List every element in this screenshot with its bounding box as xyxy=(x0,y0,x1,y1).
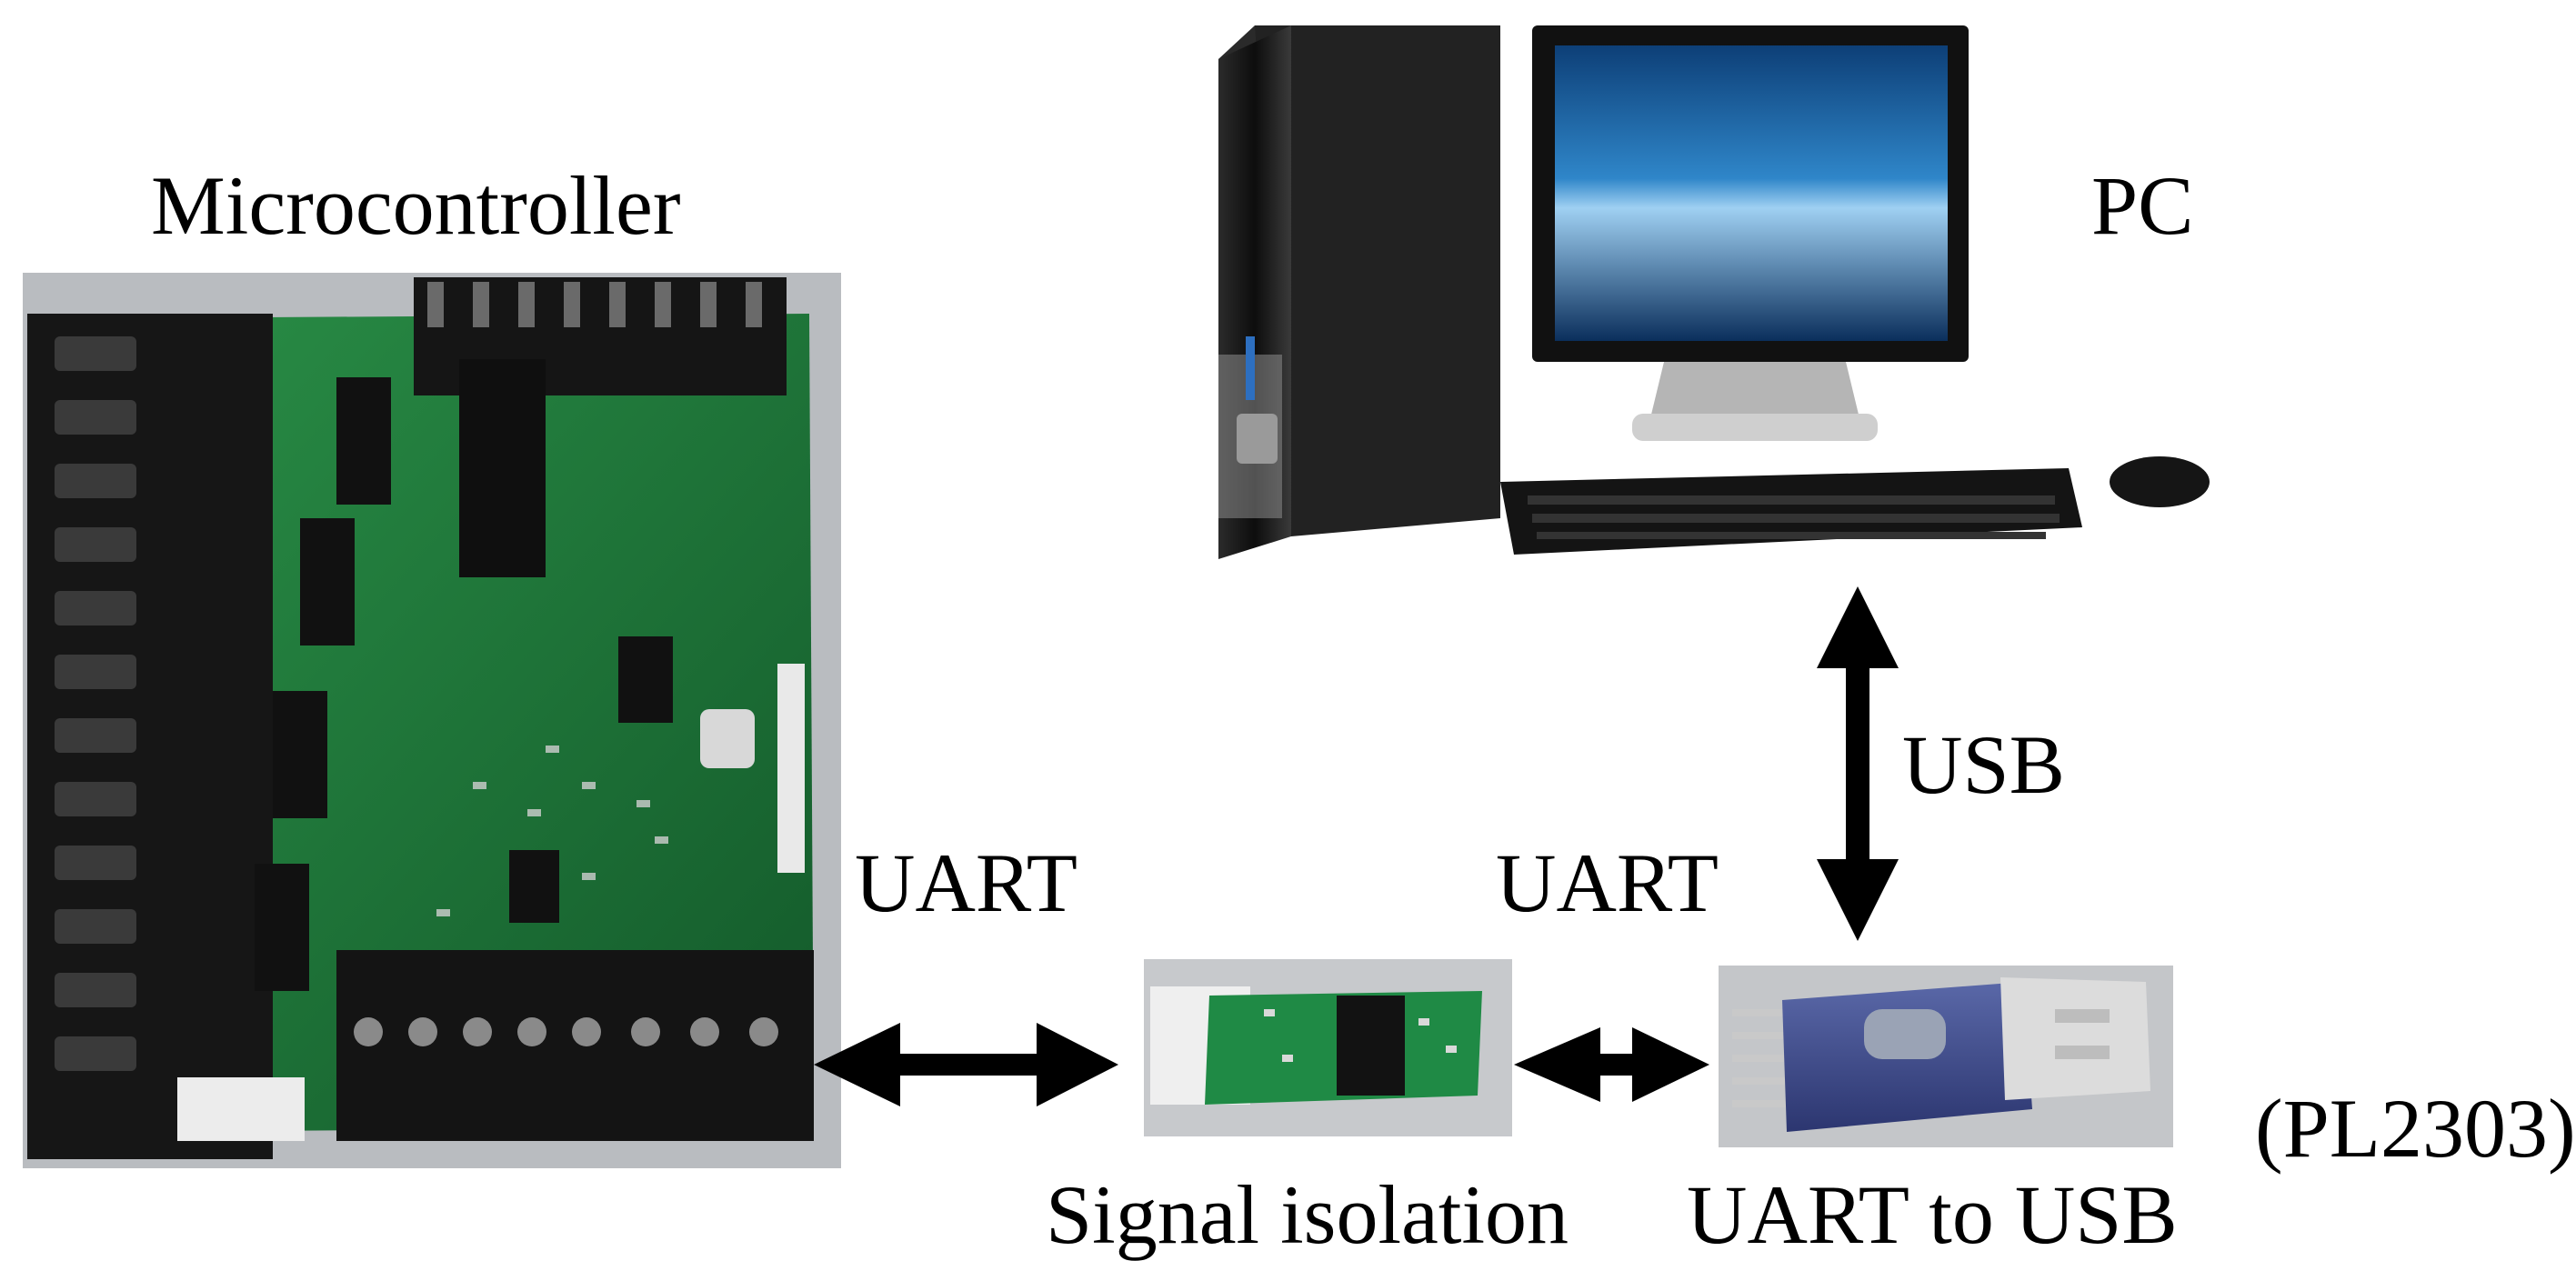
uart-left-label: UART xyxy=(855,836,1078,929)
uart-arrow-right xyxy=(1514,1027,1709,1102)
uart-to-usb-label: UART to USB xyxy=(1687,1168,2178,1261)
uart-to-usb-module-photo xyxy=(1719,966,2173,1147)
signal-isolation-label: Signal isolation xyxy=(1046,1168,1569,1261)
usb-label: USB xyxy=(1902,718,2065,811)
usb-arrow-vertical xyxy=(1817,586,1899,941)
pc-photo xyxy=(1218,25,2210,559)
microcontroller-board-photo xyxy=(23,273,841,1168)
pc-label: PC xyxy=(2091,159,2194,252)
pl2303-label: (PL2303) xyxy=(2255,1082,2576,1175)
uart-right-label: UART xyxy=(1496,836,1719,929)
uart-arrow-left xyxy=(814,1023,1118,1106)
microcontroller-label: Microcontroller xyxy=(151,159,681,252)
signal-isolation-module-photo xyxy=(1144,959,1512,1136)
